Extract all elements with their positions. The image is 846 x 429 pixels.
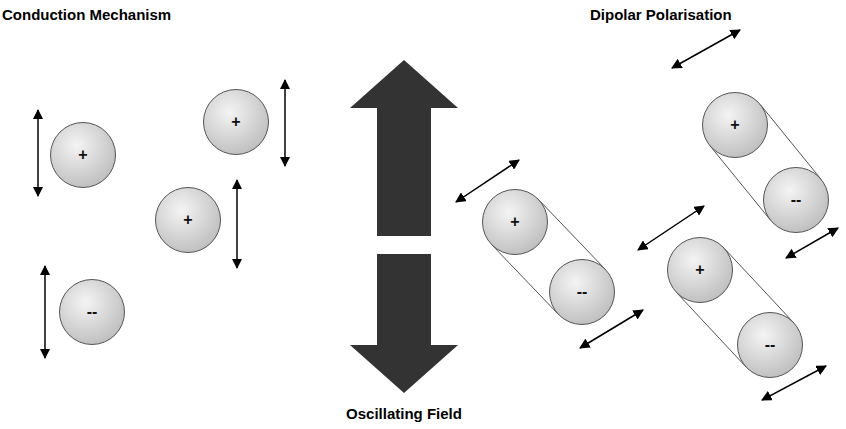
charge-sign: +: [50, 122, 116, 188]
charge-sign: +: [702, 92, 768, 158]
motion-arrow: [37, 110, 39, 196]
charge-sign: +: [482, 189, 548, 255]
ball-circle: [204, 90, 269, 155]
field-label: Oscillating Field: [346, 405, 462, 422]
charge-ball: +: [702, 92, 768, 158]
charge-ball: --: [763, 167, 829, 233]
charge-ball: +: [155, 187, 221, 253]
ball-circle: [738, 313, 803, 378]
charge-sign: --: [549, 259, 615, 325]
charge-sign: --: [763, 167, 829, 233]
ball-circle: [550, 260, 615, 325]
motion-arrow: [236, 180, 238, 268]
charge-sign: --: [737, 312, 803, 378]
ball-circle: [156, 188, 221, 253]
charge-ball: --: [59, 279, 125, 345]
charge-ball: +: [50, 122, 116, 188]
field-arrow-down: [350, 254, 458, 393]
charge-ball: +: [203, 89, 269, 155]
charge-ball: +: [667, 237, 733, 303]
charge-ball: --: [549, 259, 615, 325]
oscillating-field-arrow: [350, 60, 458, 393]
ball-circle: [60, 280, 125, 345]
motion-arrow: [284, 80, 286, 166]
motion-arrows: [38, 30, 838, 400]
motion-arrow: [44, 266, 46, 358]
ball-circle: [764, 168, 829, 233]
charge-ball: +: [482, 189, 548, 255]
section-heading: Dipolar Polarisation: [590, 6, 732, 23]
charge-ball: --: [737, 312, 803, 378]
charge-sign: +: [667, 237, 733, 303]
charge-sign: +: [203, 89, 269, 155]
charge-sign: --: [59, 279, 125, 345]
ball-circle: [703, 93, 768, 158]
ball-circle: [483, 190, 548, 255]
field-arrow-up: [350, 60, 458, 236]
ball-circle: [51, 123, 116, 188]
ball-circle: [668, 238, 733, 303]
section-heading: Conduction Mechanism: [2, 6, 171, 23]
charge-sign: +: [155, 187, 221, 253]
motion-arrow: [672, 30, 740, 68]
